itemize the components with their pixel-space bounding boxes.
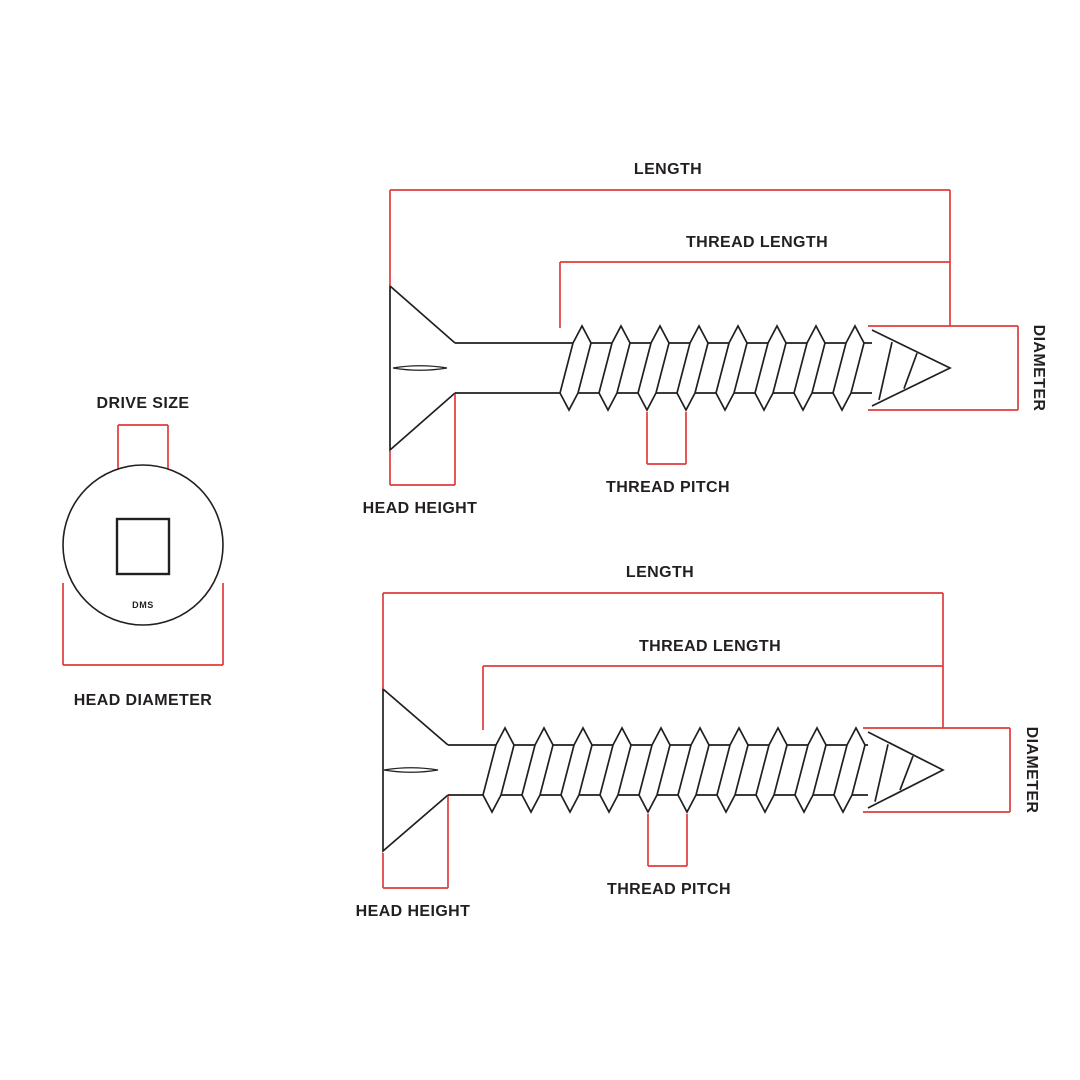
thread-length-label: THREAD LENGTH <box>686 234 828 251</box>
head-top-view: DRIVE SIZE DMS HEAD DIAMETER <box>62 395 224 709</box>
head-height-label: HEAD HEIGHT <box>356 903 471 920</box>
thread-length-dimension-lines <box>482 665 943 730</box>
head-slot-line <box>383 767 439 773</box>
head-marking-text: DMS <box>132 600 154 610</box>
thread-length-label: THREAD LENGTH <box>639 638 781 655</box>
head-diameter-label: HEAD DIAMETER <box>74 692 213 709</box>
thread-blade <box>676 324 709 412</box>
thread-blade <box>598 324 631 412</box>
diameter-label: DIAMETER <box>1030 325 1047 412</box>
side-view-screw-top: LENGTH THREAD LENGTH DIAMETER HEAD HEIGH… <box>363 161 1047 517</box>
head-height-dimension-lines <box>389 394 456 486</box>
thread-length-dimension-lines <box>559 261 950 328</box>
length-label: LENGTH <box>626 564 694 581</box>
head-slot-line <box>392 365 448 371</box>
thread-blade <box>637 324 670 412</box>
thread-blade <box>560 726 593 814</box>
thread-blade <box>715 324 748 412</box>
screw-point <box>867 731 945 809</box>
thread-blade <box>559 324 592 412</box>
head-height-dimension-lines <box>382 796 449 889</box>
point-thread-line <box>878 341 893 401</box>
diameter-dimension-lines <box>868 325 1019 411</box>
thread-blade <box>832 324 865 412</box>
thread-pitch-dimension-lines <box>646 412 687 465</box>
length-label: LENGTH <box>634 161 702 178</box>
screw-drawing-bottom <box>382 687 945 853</box>
thread-blade <box>716 726 749 814</box>
length-dimension-lines <box>389 189 951 326</box>
thread-blade <box>482 726 515 814</box>
thread-blade <box>833 726 866 814</box>
thread-pitch-label: THREAD PITCH <box>607 881 731 898</box>
diameter-dimension-lines <box>863 727 1011 813</box>
screw-drawing-top <box>389 284 952 452</box>
thread-pitch-label: THREAD PITCH <box>606 479 730 496</box>
thread-blade <box>677 726 710 814</box>
head-height-label: HEAD HEIGHT <box>363 500 478 517</box>
thread-pitch-dimension-lines <box>647 814 688 867</box>
drive-size-label: DRIVE SIZE <box>97 395 190 412</box>
length-dimension-lines <box>382 592 944 728</box>
point-thread-line <box>874 744 889 802</box>
thread-blade <box>599 726 632 814</box>
thread-blade <box>521 726 554 814</box>
point-thread-line <box>903 352 918 389</box>
diameter-label: DIAMETER <box>1023 727 1040 814</box>
thread-blade <box>794 726 827 814</box>
side-view-screw-bottom: LENGTH THREAD LENGTH DIAMETER HEAD HEIGH… <box>356 564 1040 920</box>
thread-blade <box>793 324 826 412</box>
square-drive-recess <box>115 517 171 576</box>
thread-blade <box>755 726 788 814</box>
thread-blade <box>754 324 787 412</box>
head-diameter-dimension-lines <box>62 583 224 666</box>
point-thread-line <box>899 755 914 791</box>
thread-blade <box>638 726 671 814</box>
